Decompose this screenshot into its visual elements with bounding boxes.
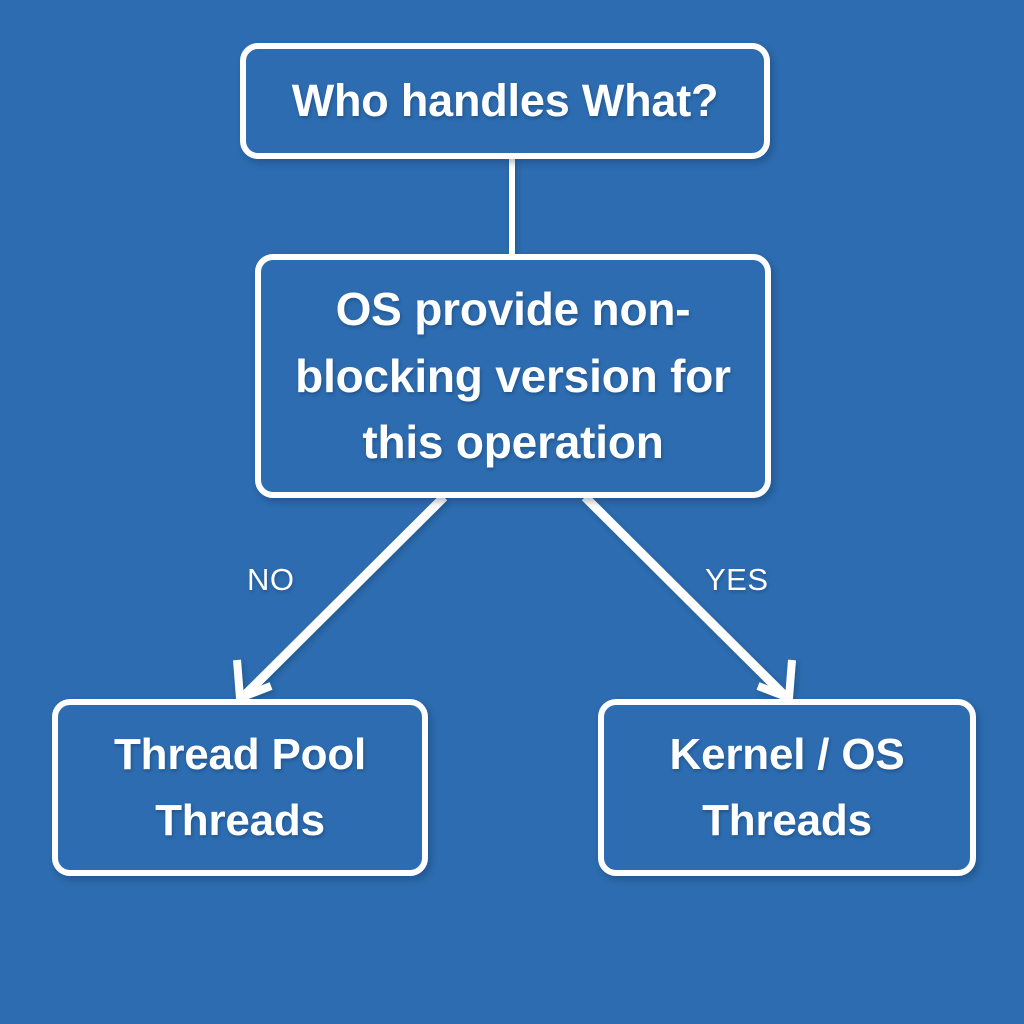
node-threadpool-label: Thread Pool Threads: [114, 722, 366, 854]
arrowhead-kernel: [756, 659, 796, 704]
edge-decision-to-threadpool: [239, 493, 448, 701]
node-decision-line-1: OS provide non-: [335, 282, 691, 335]
node-decision-line-3: this operation: [362, 416, 664, 469]
node-decision-line-2: blocking version for: [295, 349, 731, 402]
node-kernel-line-2: Threads: [702, 795, 872, 845]
edge-decision-to-kernel: [581, 493, 790, 701]
arrowhead-threadpool: [233, 659, 273, 704]
node-root-label: Who handles What?: [291, 75, 719, 127]
node-kernel-label: Kernel / OS Threads: [670, 722, 905, 854]
edge-label-yes: YES: [705, 562, 769, 597]
node-who-handles-what[interactable]: Who handles What?: [240, 43, 770, 159]
node-decision-label: OS provide non- blocking version for thi…: [295, 276, 731, 476]
node-kernel-line-1: Kernel / OS: [669, 729, 905, 779]
node-thread-pool-threads[interactable]: Thread Pool Threads: [52, 699, 428, 876]
node-threadpool-line-2: Threads: [155, 795, 325, 845]
node-kernel-os-threads[interactable]: Kernel / OS Threads: [598, 699, 976, 876]
node-os-nonblocking-decision[interactable]: OS provide non- blocking version for thi…: [255, 254, 771, 498]
node-threadpool-line-1: Thread Pool: [113, 729, 367, 779]
edge-label-no: NO: [247, 562, 295, 597]
